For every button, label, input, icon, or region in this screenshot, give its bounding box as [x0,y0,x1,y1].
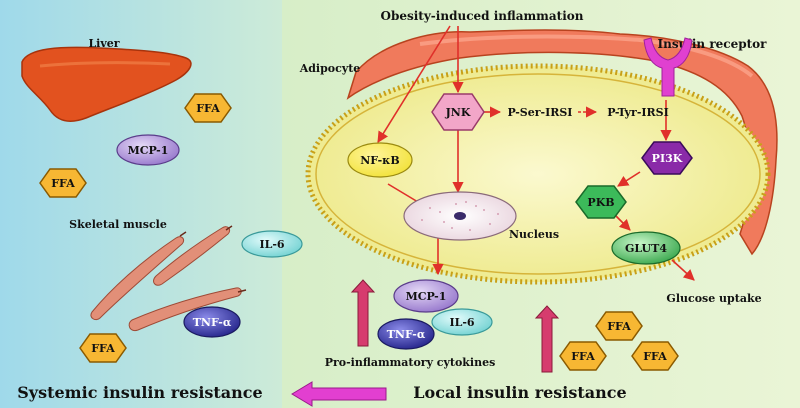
up-arrow [534,305,560,373]
ffa-label: FFA [91,342,115,355]
skeletal-muscle-illustration [90,225,247,332]
nucleus-label: Nucleus [509,228,559,241]
pkb-label: PKB [587,196,614,209]
adipocyte-label: Adipocyte [299,62,361,75]
pi3k-label: PI3K [652,152,683,165]
ffa-label: FFA [571,350,595,363]
mcp1-label: MCP-1 [406,290,447,303]
jnk-node: JNK [431,93,485,131]
il6-label: IL-6 [259,238,284,251]
adipocyte-membrane [315,73,761,275]
nfkb-label: NF-κB [360,154,399,167]
il6-label: IL-6 [449,316,474,329]
pi3k-node: PI3K [641,141,693,175]
ffa-hexagon: FFA [39,168,87,198]
nucleus [403,191,517,241]
p-tyr-irsi-label: P-Tyr-IRSI [607,106,669,119]
left-arrow [291,381,387,407]
liver-illustration [21,46,192,123]
mcp1-ellipse: MCP-1 [116,134,180,166]
p-ser-irsi-label: P-Ser-IRSI [508,106,573,119]
ffa-hexagon: FFA [631,341,679,371]
ffa-hexagon: FFA [79,333,127,363]
tnf-alpha-ellipse: TNF-α [183,306,241,338]
liver-label: Liver [88,37,119,50]
nfkb-node: NF-κB [347,142,413,178]
ffa-label: FFA [607,320,631,333]
glut4-label: GLUT4 [625,242,667,255]
ffa-hexagon: FFA [559,341,607,371]
systemic-insulin-resistance-label: Systemic insulin resistance [17,383,262,402]
ffa-hexagon: FFA [595,311,643,341]
up-arrow [350,279,376,347]
il6-ellipse: IL-6 [241,230,303,258]
pkb-node: PKB [575,185,627,219]
jnk-label: JNK [445,106,471,119]
tnf-alpha-label: TNF-α [193,316,232,329]
pro-inflammatory-cytokines-label: Pro-inflammatory cytokines [325,356,496,369]
mcp1-label: MCP-1 [128,144,169,157]
signaling-arrows [377,25,695,281]
ffa-label: FFA [51,177,75,190]
tnf-alpha-label: TNF-α [387,328,426,341]
obesity-inflammation-label: Obesity-induced inflammation [381,9,584,23]
glut4-node: GLUT4 [611,231,681,265]
ffa-hexagon: FFA [184,93,232,123]
skeletal-muscle-label: Skeletal muscle [69,218,167,231]
glucose-uptake-label: Glucose uptake [666,292,761,305]
local-insulin-resistance-label: Local insulin resistance [413,383,626,402]
ffa-label: FFA [643,350,667,363]
il6-ellipse: IL-6 [431,308,493,336]
mcp1-ellipse: MCP-1 [393,279,459,313]
adipocyte-fat-layer [346,29,778,256]
tnf-alpha-ellipse: TNF-α [377,318,435,350]
insulin-receptor-icon [643,37,693,97]
ffa-label: FFA [196,102,220,115]
insulin-receptor-label: Insulin receptor [658,37,768,51]
